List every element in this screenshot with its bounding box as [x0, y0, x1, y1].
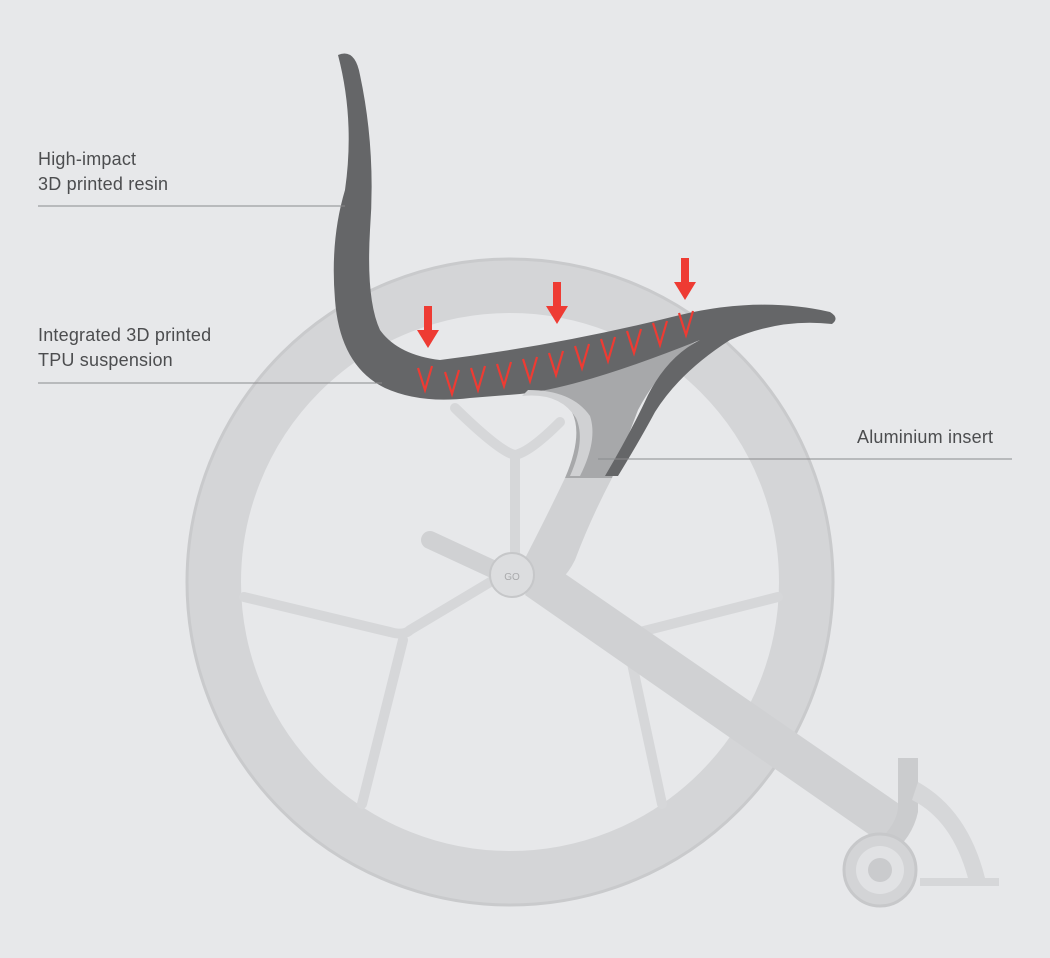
suspension-v-icon: [416, 365, 434, 394]
load-arrow-icon: [674, 258, 696, 300]
label-tpu-line1: Integrated 3D printed: [38, 325, 212, 345]
wheel-rim: [187, 259, 833, 905]
suspension-v-icon: [651, 320, 669, 349]
suspension-v-icon: [625, 328, 643, 357]
hub-label: GO: [504, 572, 520, 583]
frame-main-bar: [525, 560, 905, 842]
suspension-v-icon: [469, 365, 487, 394]
load-arrow-icon: [417, 306, 439, 348]
label-resin-line1: High-impact: [38, 149, 137, 169]
caster-hub: [868, 858, 892, 882]
wheel-rim-outline: [185, 257, 835, 907]
wheel: [185, 257, 835, 907]
suspension-v-icon: [573, 343, 591, 372]
suspension-v-icon: [495, 361, 513, 390]
leader-lines: [38, 205, 1012, 460]
wheel-spokes: [239, 403, 783, 809]
frame: [421, 478, 999, 908]
caster-fork: [870, 758, 918, 858]
load-arrows: [417, 258, 696, 348]
label-tpu-line2: TPU suspension: [38, 350, 173, 370]
wheel-hub: [489, 552, 535, 598]
label-resin: High-impact 3D printed resin: [38, 147, 168, 197]
label-aluminium-line1: Aluminium insert: [857, 427, 994, 447]
suspension-v-icon: [547, 350, 565, 379]
aluminium-insert: [528, 338, 700, 478]
label-resin-line2: 3D printed resin: [38, 174, 169, 194]
tpu-suspension: [416, 310, 695, 398]
suspension-v-icon: [677, 310, 695, 339]
footrest: [912, 782, 999, 886]
suspension-v-icon: [443, 369, 461, 398]
shell-gap: [522, 390, 593, 476]
suspension-v-icon: [521, 356, 539, 385]
label-aluminium: Aluminium insert: [857, 425, 993, 450]
label-tpu: Integrated 3D printed TPU suspension: [38, 323, 211, 373]
load-arrow-icon: [546, 282, 568, 324]
suspension-v-icon: [599, 336, 617, 365]
frame-seat-post: [520, 478, 612, 586]
seat: [333, 53, 836, 478]
